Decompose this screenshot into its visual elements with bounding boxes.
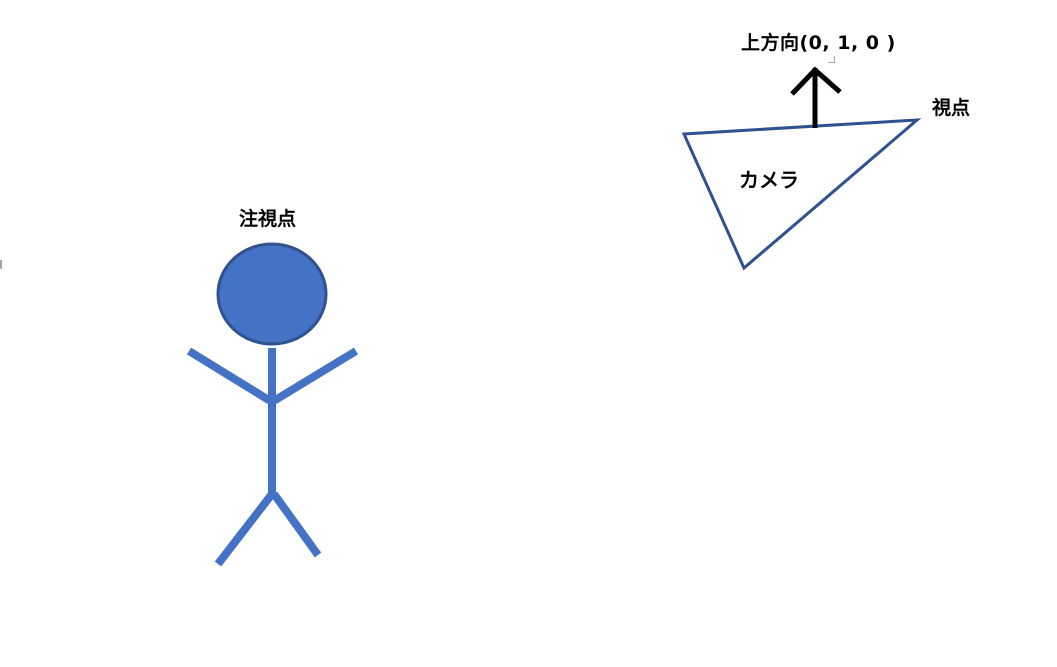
figure-left-arm <box>186 347 275 406</box>
up-direction-label: 上方向(0, 1, 0 ) <box>741 32 896 54</box>
stick-figure <box>186 242 359 567</box>
up-arrow <box>790 66 842 128</box>
up-arrow-head <box>790 66 842 96</box>
camera-label: カメラ <box>739 168 799 192</box>
figure-left-leg <box>214 491 276 567</box>
figure-right-arm <box>269 347 359 406</box>
target-label: 注視点 <box>239 208 297 230</box>
eye-point-label: 視点 <box>932 97 971 119</box>
figure-right-leg <box>270 491 322 558</box>
textbox-corner-mark <box>0 260 2 269</box>
camera-triangle <box>681 118 922 271</box>
textbox-corner-mark <box>828 62 835 63</box>
figure-head <box>216 242 328 346</box>
textbox-corner-mark <box>834 56 835 63</box>
